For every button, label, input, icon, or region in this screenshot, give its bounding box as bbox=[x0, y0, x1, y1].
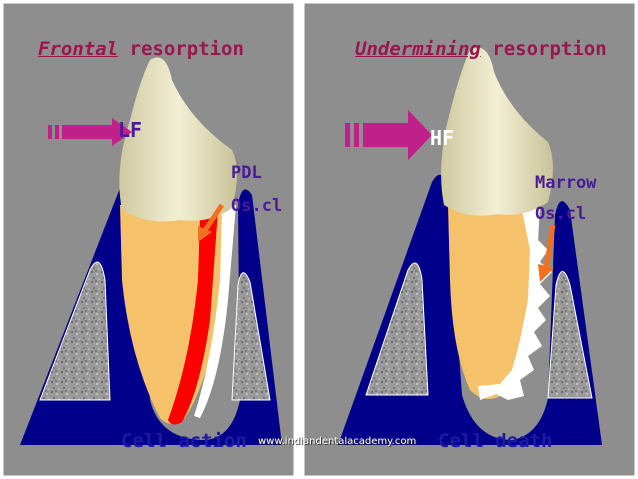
right-cell-label-line2: Os.cl bbox=[535, 204, 587, 224]
left-force-label: LF bbox=[118, 118, 143, 142]
left-bottom-caption: Cell action bbox=[121, 430, 247, 452]
right-cell-label-line1: Marrow bbox=[535, 173, 597, 193]
right-tooth-root bbox=[448, 205, 540, 399]
right-tooth-crown bbox=[441, 47, 553, 216]
left-title-emphasis: Frontal bbox=[38, 38, 119, 60]
right-tooth-diagram bbox=[338, 47, 602, 445]
left-pdl-white bbox=[194, 205, 236, 418]
right-title-emphasis: Undermining bbox=[355, 38, 481, 60]
left-title-rest: resorption bbox=[118, 38, 244, 60]
right-osteoclast-pointer bbox=[538, 224, 556, 282]
left-cell-label-line2: Os.cl bbox=[231, 196, 283, 216]
right-title-rest: resorption bbox=[480, 38, 607, 60]
left-tooth-crown bbox=[119, 57, 237, 222]
left-marrow-left bbox=[39, 261, 111, 401]
left-tooth-diagram bbox=[20, 57, 282, 446]
right-panel-title: Undermining resorption bbox=[355, 38, 607, 60]
watermark-text: www.indiandentalacademy.com bbox=[258, 436, 417, 447]
right-bottom-caption: Cell death bbox=[438, 430, 553, 452]
right-force-arrow bbox=[345, 110, 432, 160]
left-panel-title: Frontal resorption bbox=[38, 38, 244, 60]
left-pdl-compression bbox=[168, 210, 218, 425]
left-marrow-right bbox=[231, 272, 271, 401]
right-marrow-left bbox=[365, 262, 429, 396]
left-osteoclast-pointer bbox=[198, 203, 225, 242]
left-cell-label-line1: PDL bbox=[231, 163, 262, 183]
left-force-arrow bbox=[48, 118, 132, 146]
right-force-label: HF bbox=[430, 126, 455, 150]
right-pdl-undermined bbox=[478, 205, 552, 400]
right-marrow-right bbox=[547, 271, 593, 399]
